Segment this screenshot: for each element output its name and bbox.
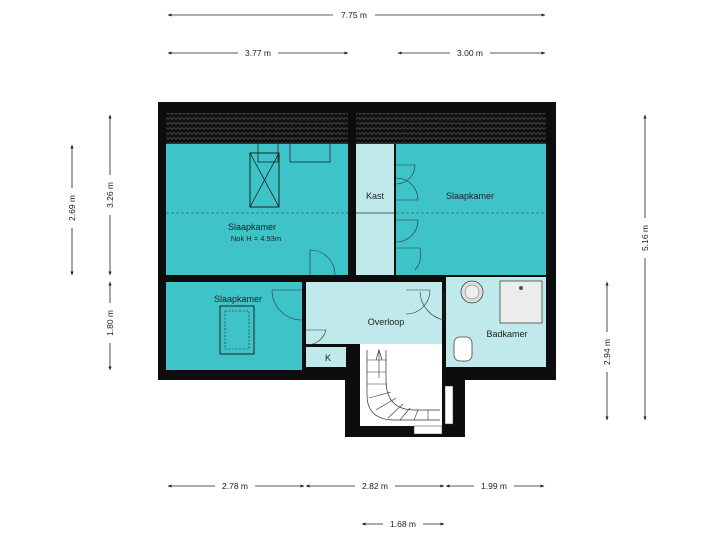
room-cupboard [306, 347, 346, 367]
skylight-small-icon [219, 305, 255, 355]
toilet-icon [453, 336, 473, 362]
dim-bottom-right: 1.99 m [481, 481, 507, 491]
dim-left-inner-upper: 3.26 m [105, 182, 115, 208]
dim-top-right: 3.00 m [457, 48, 483, 58]
dim-top-total: 7.75 m [341, 10, 367, 20]
room-small-bedroom [166, 282, 302, 370]
small-bedroom-label: Slaapkamer [214, 294, 262, 304]
dim-top-left: 3.77 m [245, 48, 271, 58]
shower-icon [499, 280, 543, 324]
staircase [360, 344, 454, 435]
room-closet [356, 144, 394, 275]
dormer-window-icon [257, 119, 481, 163]
roof-tiles [166, 113, 546, 144]
dim-right-inner: 2.94 m [602, 339, 612, 365]
doors [271, 164, 445, 346]
right-bedroom-label: Slaapkamer [446, 191, 494, 201]
landing-label: Overloop [368, 317, 405, 327]
dimension-lines: 7.75 m 3.77 m 3.00 m 2.69 m 3.26 m 1.80 … [65, 8, 652, 531]
room-landing [306, 282, 442, 344]
dim-left-inner-lower: 1.80 m [105, 310, 115, 336]
dim-bottom-stair: 1.68 m [390, 519, 416, 529]
bathroom-label: Badkamer [486, 329, 527, 339]
dim-bottom-left: 2.78 m [222, 481, 248, 491]
closet-label: Kast [366, 191, 385, 201]
main-bedroom-ridge-height: Nok H = 4.93m [231, 234, 281, 243]
dim-bottom-middle: 2.82 m [362, 481, 388, 491]
room-main-bedroom [166, 144, 348, 275]
dim-right-outer: 5.16 m [640, 225, 650, 251]
main-bedroom-label: Slaapkamer [228, 222, 276, 232]
cupboard-label: K [325, 353, 331, 363]
dim-left-outer: 2.69 m [67, 195, 77, 221]
sink-icon [460, 280, 484, 304]
room-right-bedroom [396, 144, 546, 275]
